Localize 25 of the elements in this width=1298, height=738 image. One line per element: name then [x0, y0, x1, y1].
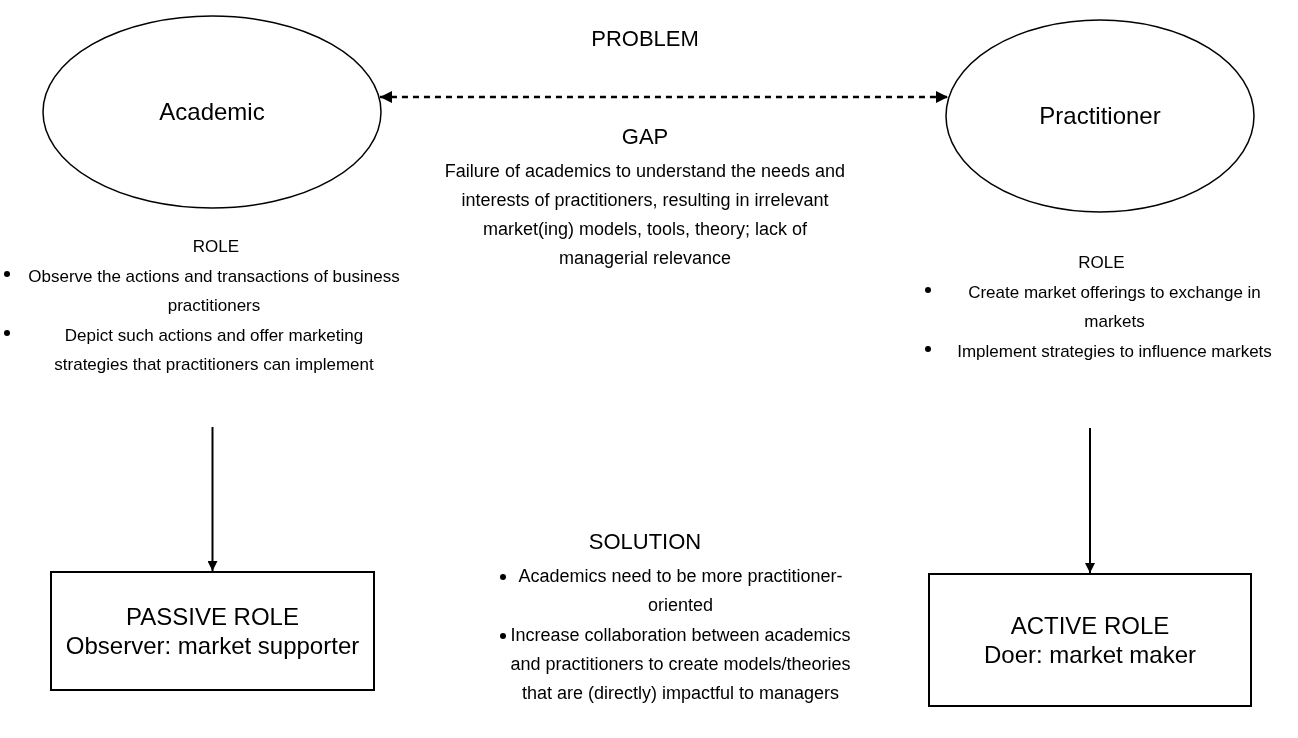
section-heading: PROBLEM	[590, 25, 700, 53]
role-description: Create market offerings to exchange in markets	[967, 281, 1262, 333]
node-subtitle: Doer: market maker	[983, 640, 1197, 670]
ellipse-node	[945, 19, 1255, 213]
role-box	[50, 571, 375, 691]
role-box	[928, 573, 1252, 707]
node-title: Academic	[159, 97, 265, 127]
section-heading: SOLUTION	[587, 528, 703, 556]
role-description: Implement strategies to influence markets	[956, 340, 1273, 363]
role-description: Observe the actions and transactions of business practitioners	[28, 265, 400, 317]
section-heading: GAP	[620, 123, 670, 151]
dashed-double-arrow	[379, 90, 948, 104]
role-heading: ROLE	[1078, 252, 1125, 274]
solution-point: Academics need to be more practitioner-oriented	[517, 565, 844, 617]
solution-point: Increase collaboration between academics and practitioners to create models/theories that are (directly) impactful to managers	[509, 624, 852, 705]
arrow	[1085, 427, 1095, 574]
gap-description: Failure of academics to understand the needs and interests of practitioners, resulting in irrelevant market(ing) models, tools, theory; lack of managerial relevance	[443, 160, 847, 270]
node-title: ACTIVE ROLE	[1010, 610, 1170, 640]
node-subtitle: Observer: market supporter	[65, 631, 360, 661]
node-title: Practitioner	[1039, 101, 1161, 131]
arrow	[207, 426, 218, 572]
ellipse-node	[42, 15, 382, 209]
role-heading: ROLE	[192, 236, 240, 258]
node-title: PASSIVE ROLE	[126, 601, 299, 631]
role-description: Depict such actions and offer marketing strategies that practitioners can implement	[53, 324, 375, 376]
